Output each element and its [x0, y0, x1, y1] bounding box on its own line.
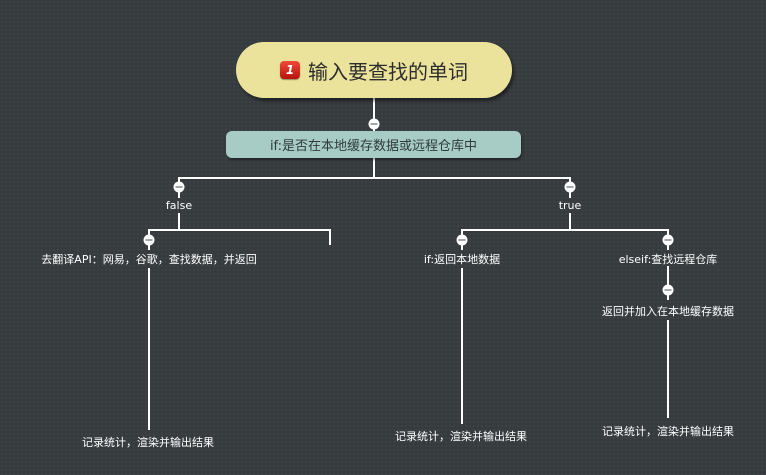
remote-action-node[interactable]: 返回并加入在本地缓存数据: [602, 305, 734, 318]
remote-result-node[interactable]: 记录统计，渲染并输出结果: [602, 425, 734, 438]
collapse-toggle-icon[interactable]: [662, 234, 674, 246]
connector-false-stub: [179, 229, 331, 245]
local-data-node[interactable]: if:返回本地数据: [423, 253, 501, 266]
collapse-toggle-icon[interactable]: [143, 234, 155, 246]
branch-false-label[interactable]: false: [165, 199, 193, 212]
false-action-node[interactable]: 去翻译API：网易，谷歌，查找数据，并返回: [41, 253, 257, 266]
condition-label: if:是否在本地缓存数据或远程仓库中: [269, 139, 478, 154]
local-result-node[interactable]: 记录统计，渲染并输出结果: [395, 430, 527, 443]
collapse-toggle-icon[interactable]: [173, 181, 185, 193]
collapse-toggle-icon[interactable]: [564, 181, 576, 193]
root-topic[interactable]: 1 输入要查找的单词: [236, 42, 512, 98]
priority-badge-icon: 1: [280, 61, 300, 79]
connector-true-local: [461, 213, 571, 250]
collapse-toggle-icon[interactable]: [662, 284, 674, 296]
connector-false-action: [148, 213, 180, 250]
branch-true-label[interactable]: true: [558, 199, 582, 212]
collapse-toggle-icon[interactable]: [456, 234, 468, 246]
remote-repo-node[interactable]: elseif:查找远程仓库: [618, 253, 718, 266]
condition-node[interactable]: if:是否在本地缓存数据或远程仓库中: [226, 131, 521, 158]
collapse-toggle-icon[interactable]: [368, 118, 380, 130]
connector-condition-false: [178, 158, 375, 198]
false-result-node[interactable]: 记录统计，渲染并输出结果: [82, 436, 214, 449]
connector-true-remote: [570, 229, 669, 250]
connector-condition-true: [374, 177, 571, 198]
root-topic-title: 输入要查找的单词: [308, 59, 468, 84]
